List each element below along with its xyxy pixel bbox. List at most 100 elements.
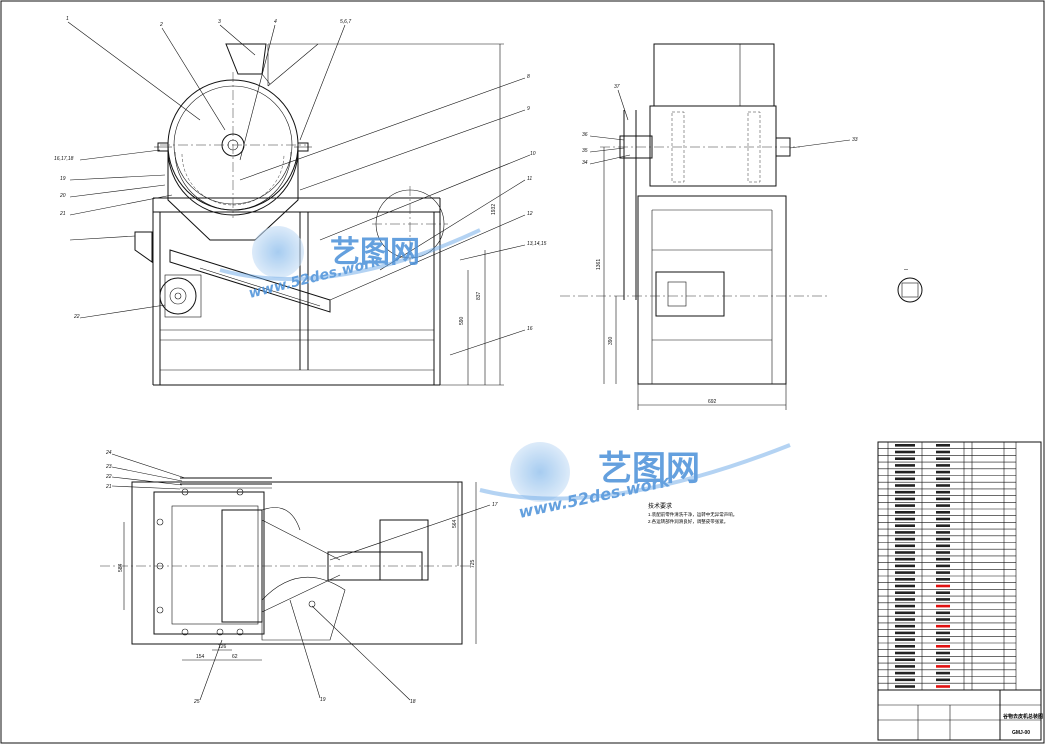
- parts-list-cell: [895, 537, 915, 541]
- dim-text: 1932: [491, 204, 497, 215]
- parts-list-cell: [936, 470, 950, 474]
- parts-list-cell: [936, 457, 950, 460]
- dim-text: 692: [708, 399, 717, 405]
- parts-list-cell: [895, 557, 915, 561]
- parts-list-cell: [895, 671, 915, 675]
- dim-text: 154: [196, 654, 205, 660]
- watermark-brand: 艺图网: [598, 449, 700, 489]
- balloon-label: 36: [582, 132, 588, 138]
- top-view: 584 564 725 154 62 126 24 23 22 21 17 19…: [100, 450, 498, 705]
- parts-list-cell: [936, 584, 950, 588]
- parts-list-cell: [895, 645, 915, 648]
- parts-list-cell: [895, 477, 915, 481]
- tech-requirements: 技术要求 1.装配前零件清洗干净，运转中无异常声响。 2.各运转部件润滑良好，调…: [648, 502, 737, 525]
- parts-list-cell: [936, 631, 950, 635]
- side-motor: [655, 271, 725, 317]
- parts-list-cell: [895, 470, 915, 474]
- parts-list-cell: [936, 517, 950, 521]
- dim-text: 390: [608, 336, 614, 345]
- balloon-label: 35: [582, 148, 588, 154]
- parts-list-cell: [936, 497, 950, 501]
- detail-label: I: [904, 269, 910, 270]
- balloon-label: 16: [527, 326, 533, 332]
- balloon-label: 2: [159, 22, 163, 28]
- parts-list-cell: [936, 490, 950, 494]
- parts-list-cell: [895, 524, 915, 527]
- front-view: 1932 837 590 1 2 3 4 5,6,7 8 9 10 11 12 …: [54, 16, 547, 386]
- parts-list-cell: [936, 591, 950, 594]
- parts-list-cell: [895, 591, 915, 594]
- parts-list-cell: [936, 524, 950, 527]
- parts-list-cell: [936, 618, 950, 621]
- title-block: 谷物去皮机总装图 GMJ-00: [877, 441, 1043, 741]
- parts-list-cell: [895, 444, 915, 447]
- parts-list-cell: [895, 450, 915, 454]
- parts-list-cell: [936, 658, 950, 661]
- side-view: 1361 390 692 37 36 35 34 33: [560, 43, 858, 410]
- parts-list-cell: [936, 598, 950, 601]
- parts-list-cell: [895, 685, 915, 688]
- side-frame: [637, 195, 787, 385]
- tech-req-line: 2.各运转部件润滑良好，调整皮带张紧。: [648, 518, 728, 525]
- balloon-label: 16,17,18: [54, 156, 74, 162]
- parts-list-cell: [936, 678, 950, 682]
- parts-list-cell: [936, 551, 950, 554]
- balloon-label: 24: [105, 450, 112, 456]
- parts-list-cell: [895, 584, 915, 588]
- dim-text: 590: [459, 316, 465, 325]
- parts-list-cell: [895, 665, 915, 668]
- parts-list-cell: [895, 511, 915, 514]
- balloon-label: 21: [59, 211, 66, 217]
- parts-list-cell: [895, 624, 915, 628]
- drawing-number: GMJ-00: [1012, 730, 1030, 736]
- balloon-label: 37: [614, 84, 620, 90]
- balloon-label: 4: [274, 19, 277, 25]
- dim-text: 126: [218, 644, 227, 650]
- parts-list-cell: [936, 645, 950, 648]
- watermark-brand: 艺图网: [330, 235, 420, 270]
- balloon-label: 8: [527, 74, 530, 80]
- parts-list-cell: [895, 464, 915, 467]
- watermark-2: 艺图网 www.52des.work: [479, 442, 791, 522]
- balloon-label: 19: [60, 176, 66, 182]
- parts-list-cell: [936, 464, 950, 467]
- parts-list-cell: [936, 571, 950, 574]
- parts-list-cell: [936, 604, 950, 608]
- parts-list-cell: [936, 638, 950, 641]
- balloon-label: 34: [582, 160, 588, 166]
- balloon-label: 18: [410, 699, 416, 705]
- parts-list-cell: [895, 571, 915, 574]
- parts-list-cell: [936, 477, 950, 481]
- parts-list-cell: [936, 531, 950, 534]
- parts-list-cell: [936, 544, 950, 548]
- parts-list-cell: [936, 578, 950, 581]
- balloon-label: 11: [527, 176, 532, 182]
- parts-list-cell: [936, 651, 950, 655]
- tech-req-title: 技术要求: [648, 502, 672, 510]
- parts-list-cell: [936, 504, 950, 507]
- top-drum-base: [153, 491, 265, 635]
- dim-text: 725: [470, 559, 476, 568]
- parts-list-cell: [895, 544, 915, 548]
- balloon-label: 1: [66, 16, 69, 22]
- balloon-label: 10: [530, 151, 536, 157]
- detail-view: I: [897, 269, 923, 303]
- balloon-label: 22: [73, 314, 80, 320]
- parts-list-cell: [895, 604, 915, 608]
- balloon-label: 19: [320, 697, 326, 703]
- dim-text: 564: [452, 519, 458, 528]
- hopper: [225, 43, 267, 75]
- parts-list-cell: [936, 665, 950, 668]
- parts-list-cell: [895, 484, 915, 487]
- parts-list-cell: [895, 490, 915, 494]
- parts-list-cell: [936, 484, 950, 487]
- balloon-label: 9: [527, 106, 530, 112]
- housing: [167, 149, 299, 241]
- parts-list-cell: [895, 504, 915, 507]
- parts-list-cell: [936, 511, 950, 514]
- parts-list-cell: [936, 624, 950, 628]
- balloon-label: 25: [193, 699, 200, 705]
- dim-text: 1361: [596, 259, 602, 270]
- dim-text: 837: [476, 291, 482, 300]
